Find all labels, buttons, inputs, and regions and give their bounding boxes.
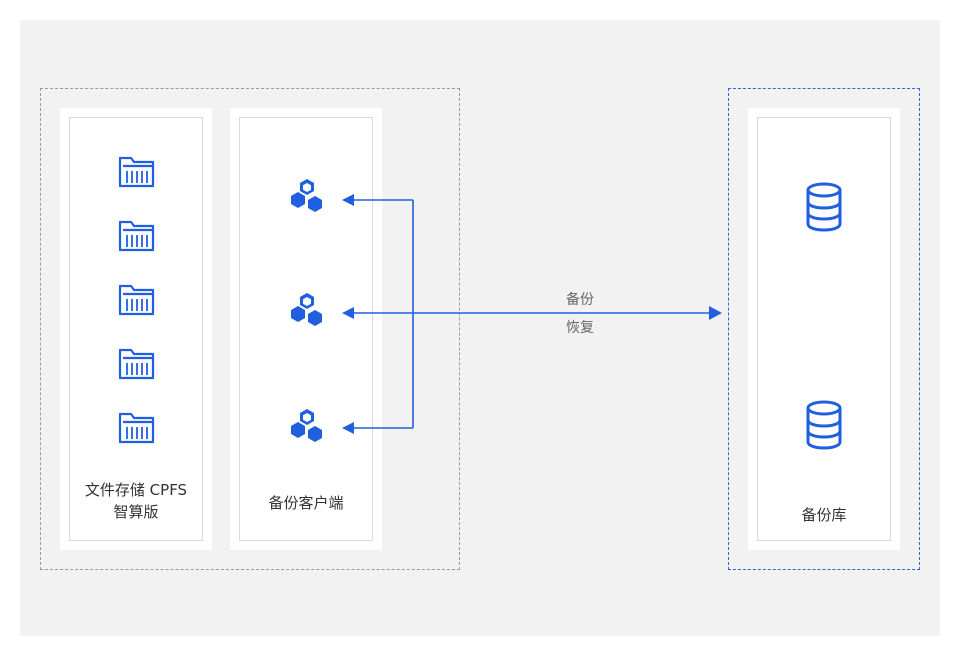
cpfs-card: 文件存储 CPFS 智算版 [60,108,212,550]
file-storage-icon [118,220,155,252]
arrow-head-client-middle [342,307,354,319]
arrow-head-client-bottom [342,422,354,434]
backup-client-icon [291,409,322,442]
database-icon [806,182,842,232]
cpfs-card-border [69,117,203,541]
file-storage-icon [118,284,155,316]
backup-client-label: 备份客户端 [268,494,344,512]
file-storage-icon [118,156,155,188]
repository-group [728,88,920,570]
backup-client-icon [291,179,322,212]
database-icon [806,400,842,450]
backup-repository-card: 备份库 [748,108,900,550]
arrow-head-repository [709,306,722,320]
cpfs-label-line1: 文件存储 CPFS [84,481,188,499]
file-storage-icon [118,348,155,380]
arrow-head-client-top [342,194,354,206]
cpfs-label: 文件存储 CPFS 智算版 [60,479,212,523]
cpfs-label-line2: 智算版 [113,503,159,521]
restore-arrow-label: 恢复 [562,318,598,338]
backup-client-card-border [239,117,373,541]
file-storage-icon [118,412,155,444]
backup-repository-label: 备份库 [801,506,847,524]
backup-repository-card-border [757,117,891,541]
backup-arrow-label: 备份 [562,290,598,310]
source-group [40,88,460,570]
backup-client-icon [291,293,322,326]
